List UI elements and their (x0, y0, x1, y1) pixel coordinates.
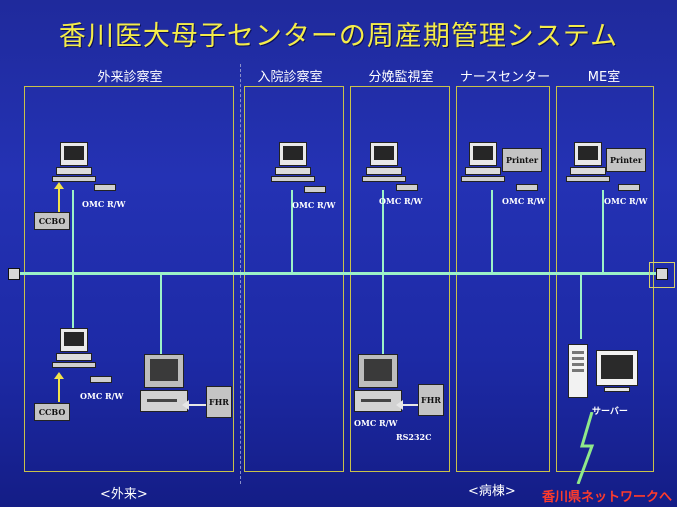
room-label-nurse-center: ナースセンター (459, 70, 551, 85)
printer-me-room: Printer (606, 148, 646, 172)
server-label: サーバー (592, 407, 628, 417)
network-destination-label: 香川県ネットワークへ (542, 490, 673, 505)
outpatient-pc-top (52, 142, 102, 188)
omc-label-delivery-fhr: OMC R/W (354, 418, 398, 428)
omc-drive-admission (304, 186, 326, 193)
ccbo-arrow-top (54, 182, 64, 212)
omc-label-outpatient-top: OMC R/W (82, 199, 126, 209)
room-delivery (350, 86, 450, 472)
ccbo-device-top: CCBO (34, 212, 70, 230)
rs232c-label: RS232C (396, 432, 432, 442)
diagram-title: 香川医大母子センターの周産期管理システム (58, 21, 619, 52)
room-label-outpatient: 外来診察室 (97, 70, 163, 85)
fhr-device-delivery: FHR (418, 384, 444, 416)
bus-terminator-frame (649, 262, 675, 288)
omc-label-admission: OMC R/W (292, 200, 336, 210)
outpatient-pc-bottom (52, 328, 102, 374)
omc-drive-nurse-center (516, 184, 538, 191)
drop-me-top (602, 190, 604, 273)
server-tower (568, 344, 588, 398)
drop-outpatient-bottom (72, 273, 74, 328)
room-me (556, 86, 654, 472)
room-label-admission: 入院診察室 (257, 70, 323, 85)
omc-label-outpatient-bottom: OMC R/W (80, 391, 124, 401)
fhr-device-outpatient: FHR (206, 386, 232, 418)
me-room-pc (566, 142, 616, 188)
delivery-pc (362, 142, 412, 188)
drop-admission (291, 190, 293, 273)
server-monitor (596, 350, 638, 386)
footer-label-ward: <病棟> (468, 484, 516, 499)
omc-drive-delivery (396, 184, 418, 191)
printer-nurse-center: Printer (502, 148, 542, 172)
fhr-arrow-delivery (396, 400, 418, 410)
omc-drive-outpatient-top (94, 184, 116, 191)
drop-outpatient-top (72, 190, 74, 273)
ccbo-device-bottom: CCBO (34, 403, 70, 421)
drop-outpatient-fhr (160, 273, 162, 355)
nurse-center-pc (461, 142, 511, 188)
network-link-lightning-icon (576, 412, 595, 484)
bus-terminator-right (656, 268, 668, 280)
fhr-pc-outpatient (140, 354, 194, 418)
room-admission (244, 86, 344, 472)
omc-label-nurse-center: OMC R/W (502, 196, 546, 206)
fhr-pc-delivery (354, 354, 408, 418)
fhr-arrow-outpatient (182, 400, 206, 410)
omc-label-delivery: OMC R/W (379, 196, 423, 206)
drop-delivery-bottom (382, 273, 384, 355)
server-monitor-stand (604, 387, 630, 392)
admission-pc (271, 142, 321, 188)
drop-delivery-top (382, 190, 384, 273)
bus-terminator-left (8, 268, 20, 280)
drop-nurse-center (491, 190, 493, 273)
room-label-me: ME室 (587, 70, 621, 85)
room-outpatient (24, 86, 234, 472)
omc-drive-me-room (618, 184, 640, 191)
footer-label-outpatient: <外来> (100, 487, 148, 502)
drop-me-server (580, 273, 582, 339)
room-label-delivery: 分娩監視室 (368, 70, 434, 85)
omc-label-me-room: OMC R/W (604, 196, 648, 206)
network-bus (14, 272, 662, 275)
room-nurse-center (456, 86, 550, 472)
omc-drive-outpatient-bottom (90, 376, 112, 383)
ccbo-arrow-bottom (54, 372, 64, 402)
